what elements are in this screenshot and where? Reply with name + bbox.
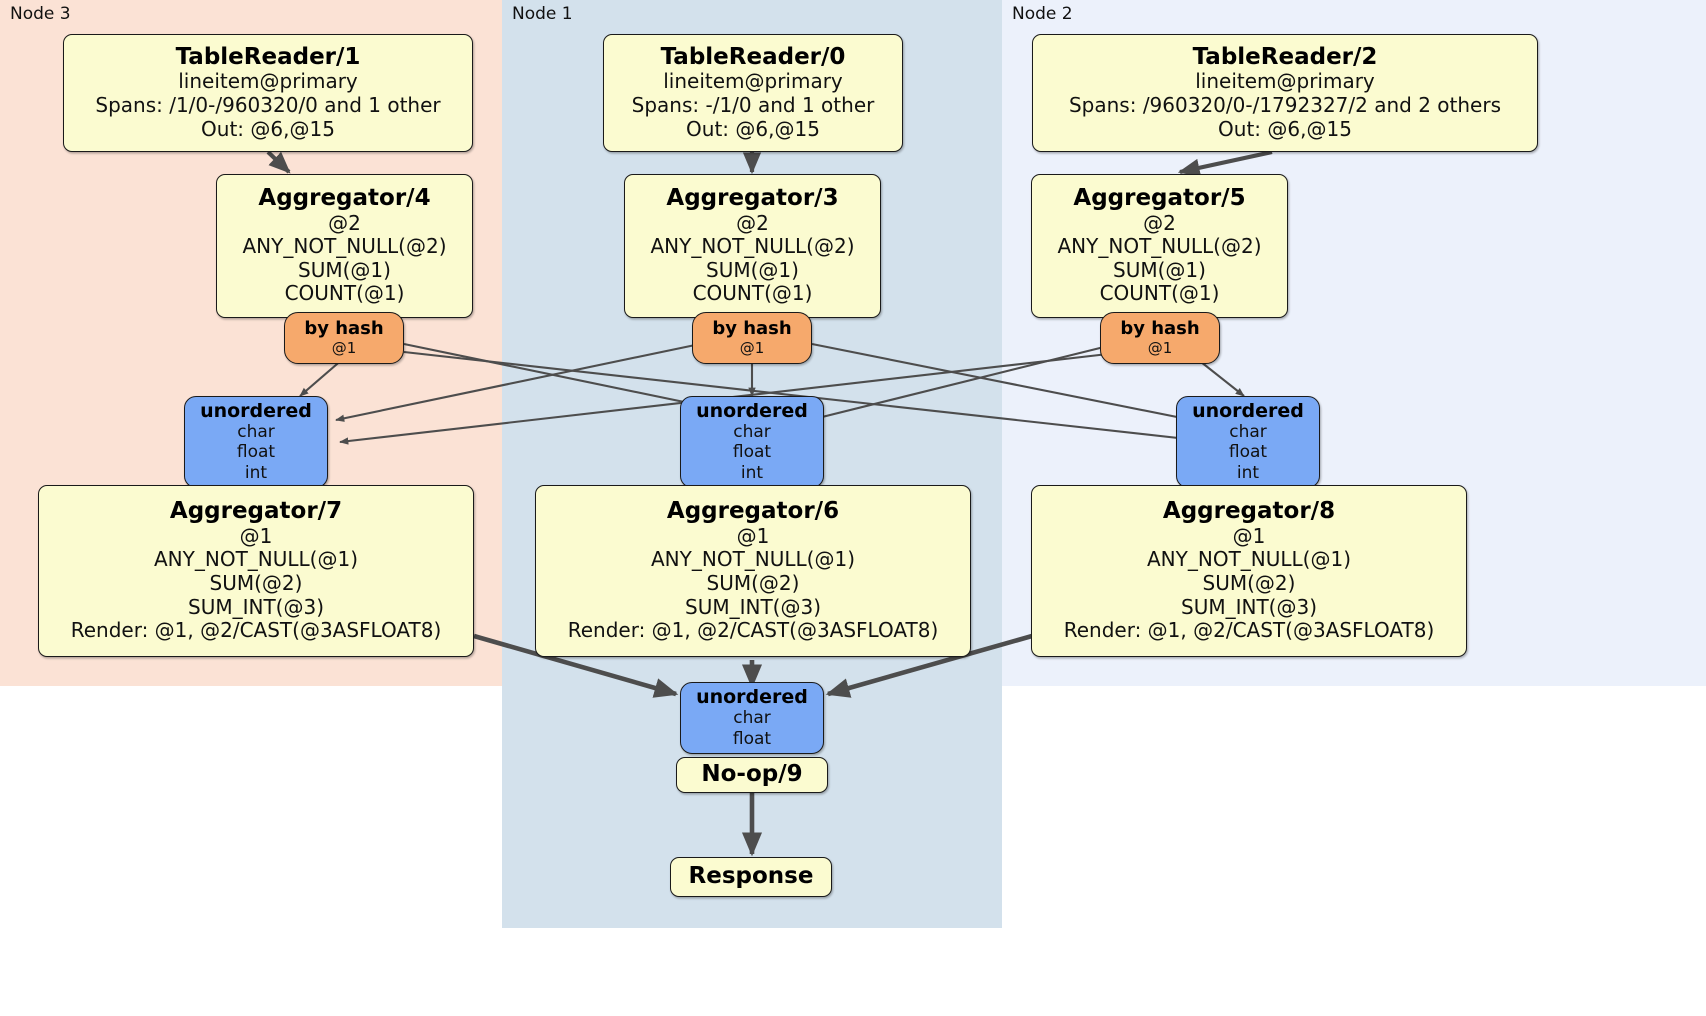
node-line: ANY_NOT_NULL(@2) (650, 234, 855, 259)
node-title: Aggregator/5 (1073, 184, 1246, 211)
router-line: @1 (331, 339, 357, 358)
sync-line: float (732, 442, 772, 463)
processor-aggregator-8[interactable]: Aggregator/8 @1 ANY_NOT_NULL(@1) SUM(@2)… (1031, 485, 1467, 657)
sync-line: int (244, 462, 268, 483)
node-title: TableReader/0 (660, 43, 846, 70)
sync-line: char (733, 422, 771, 443)
synchronizer-unordered-node3[interactable]: unordered char float int (184, 396, 328, 488)
processor-tablereader-1[interactable]: TableReader/1 lineitem@primary Spans: /1… (63, 34, 473, 152)
node-line: Render: @1, @2/CAST(@3ASFLOAT8) (1063, 618, 1435, 643)
node-line: SUM(@2) (706, 571, 800, 596)
node-line: Out: @6,@15 (686, 116, 820, 141)
node-line: @2 (1143, 210, 1176, 235)
node-line: lineitem@primary (178, 69, 358, 94)
synchronizer-unordered-node2[interactable]: unordered char float int (1176, 396, 1320, 488)
processor-aggregator-5[interactable]: Aggregator/5 @2 ANY_NOT_NULL(@2) SUM(@1)… (1031, 174, 1288, 318)
router-line: @1 (739, 339, 765, 358)
panel-node-3-label: Node 3 (10, 4, 71, 24)
sync-line: char (237, 422, 275, 443)
node-line: Spans: /960320/0-/1792327/2 and 2 others (1068, 93, 1501, 118)
sync-line: float (1228, 442, 1268, 463)
node-line: Spans: /1/0-/960320/0 and 1 other (95, 93, 441, 118)
processor-tablereader-2[interactable]: TableReader/2 lineitem@primary Spans: /9… (1032, 34, 1538, 152)
router-by-hash-node3[interactable]: by hash @1 (284, 312, 404, 364)
node-line: ANY_NOT_NULL(@1) (651, 547, 855, 572)
node-title: Aggregator/7 (169, 498, 343, 525)
node-line: SUM_INT(@3) (1181, 594, 1317, 619)
node-line: @1 (239, 523, 273, 548)
node-line: SUM_INT(@3) (685, 594, 821, 619)
node-title: TableReader/2 (1192, 43, 1378, 70)
processor-noop-9[interactable]: No-op/9 (676, 757, 828, 793)
node-line: lineitem@primary (1195, 69, 1375, 94)
node-line: Out: @6,@15 (201, 116, 335, 141)
router-line: @1 (1147, 339, 1173, 358)
node-title: Aggregator/8 (1162, 498, 1336, 525)
node-line: SUM(@2) (209, 571, 303, 596)
node-line: @2 (736, 210, 769, 235)
processor-aggregator-4[interactable]: Aggregator/4 @2 ANY_NOT_NULL(@2) SUM(@1)… (216, 174, 473, 318)
synchronizer-unordered-node1[interactable]: unordered char float int (680, 396, 824, 488)
processor-response[interactable]: Response (670, 857, 832, 897)
sync-line: char (1229, 422, 1267, 443)
node-line: @1 (1232, 523, 1266, 548)
node-line: SUM(@1) (1113, 257, 1206, 282)
router-by-hash-node2[interactable]: by hash @1 (1100, 312, 1220, 364)
processor-aggregator-6[interactable]: Aggregator/6 @1 ANY_NOT_NULL(@1) SUM(@2)… (535, 485, 971, 657)
sync-line: int (740, 462, 764, 483)
panel-node-2-label: Node 2 (1012, 4, 1073, 24)
node-title: Aggregator/6 (666, 498, 840, 525)
node-title: Response (688, 863, 814, 890)
sync-line: float (236, 442, 276, 463)
router-title: by hash (304, 317, 384, 339)
node-line: COUNT(@1) (1099, 281, 1220, 306)
node-line: Render: @1, @2/CAST(@3ASFLOAT8) (70, 618, 442, 643)
sync-title: unordered (696, 399, 808, 422)
node-line: SUM(@2) (1202, 571, 1296, 596)
sync-line: float (732, 728, 772, 749)
processor-aggregator-3[interactable]: Aggregator/3 @2 ANY_NOT_NULL(@2) SUM(@1)… (624, 174, 881, 318)
node-line: @2 (328, 210, 361, 235)
node-line: ANY_NOT_NULL(@1) (154, 547, 358, 572)
sync-title: unordered (200, 399, 312, 422)
panel-node-1-label: Node 1 (512, 4, 573, 24)
node-line: COUNT(@1) (692, 281, 813, 306)
node-title: Aggregator/4 (258, 184, 431, 211)
node-line: @1 (736, 523, 770, 548)
node-line: SUM(@1) (298, 257, 391, 282)
node-line: lineitem@primary (663, 69, 843, 94)
synchronizer-unordered-final[interactable]: unordered char float (680, 682, 824, 754)
node-line: Render: @1, @2/CAST(@3ASFLOAT8) (567, 618, 939, 643)
node-line: ANY_NOT_NULL(@2) (242, 234, 447, 259)
node-line: SUM_INT(@3) (188, 594, 324, 619)
node-line: COUNT(@1) (284, 281, 405, 306)
node-title: No-op/9 (701, 761, 803, 788)
sync-title: unordered (696, 685, 808, 708)
sync-title: unordered (1192, 399, 1304, 422)
node-line: ANY_NOT_NULL(@2) (1057, 234, 1262, 259)
node-line: Spans: -/1/0 and 1 other (631, 93, 875, 118)
node-line: ANY_NOT_NULL(@1) (1147, 547, 1351, 572)
router-title: by hash (712, 317, 792, 339)
router-title: by hash (1120, 317, 1200, 339)
sync-line: int (1236, 462, 1260, 483)
node-line: SUM(@1) (706, 257, 799, 282)
processor-tablereader-0[interactable]: TableReader/0 lineitem@primary Spans: -/… (603, 34, 903, 152)
sync-line: char (733, 708, 771, 729)
node-title: Aggregator/3 (666, 184, 839, 211)
router-by-hash-node1[interactable]: by hash @1 (692, 312, 812, 364)
processor-aggregator-7[interactable]: Aggregator/7 @1 ANY_NOT_NULL(@1) SUM(@2)… (38, 485, 474, 657)
node-title: TableReader/1 (175, 43, 361, 70)
node-line: Out: @6,@15 (1218, 116, 1352, 141)
